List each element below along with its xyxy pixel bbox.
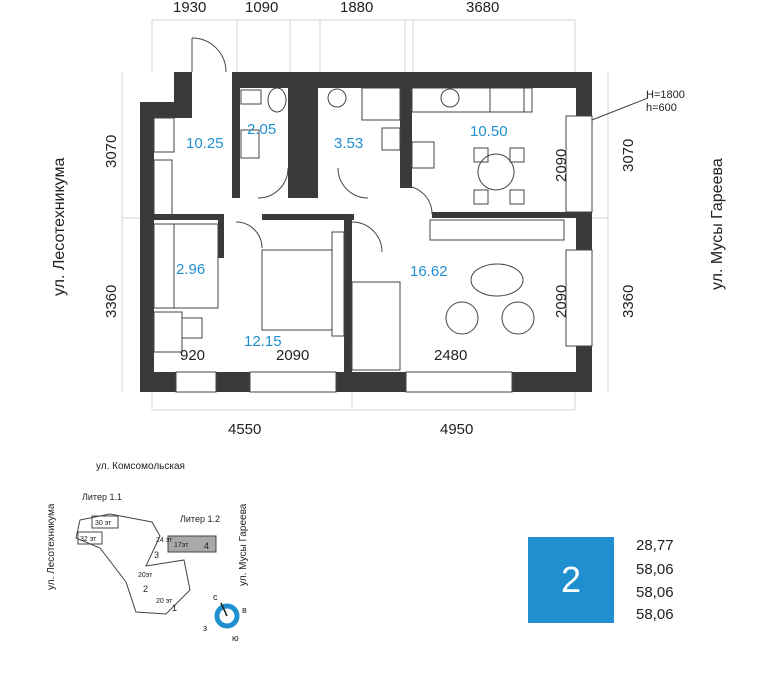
area-total-1: 28,77 [636,537,674,554]
compass-west: з [203,623,207,633]
area-total-3: 58,06 [636,584,674,601]
right-dimensions: 3070 3360 [620,139,637,318]
left-dimensions: 3070 3360 [103,135,120,318]
dim-inner-2090-top: 2090 [553,149,570,182]
site-number-2: 2 [143,584,148,594]
site-street-top: ул. Комсомольская [96,461,185,472]
top-dimensions: 1930 1090 1880 3680 [173,0,499,16]
area-wardrobe: 2.96 [176,261,205,278]
sill-height-label: h=600 [646,102,677,114]
area-wc: 2.05 [247,121,276,138]
area-hall: 10.25 [186,135,224,152]
site-street-left: ул. Лесотехникума [46,503,57,590]
liter-1-1-label: Литер 1.1 [82,492,122,502]
compass-north: с [213,592,218,602]
dim-left-1: 3070 [103,135,120,168]
dim-top-3: 1880 [340,0,373,16]
dim-right-1: 3070 [620,139,637,172]
site-floors-3: 24 эт [156,537,173,544]
area-bathroom: 3.53 [334,135,363,152]
site-building-outline [75,513,191,615]
street-left-label: ул. Лесотехникума [51,158,68,296]
inner-dimensions: 920 2090 2480 2090 2090 [180,149,570,364]
site-street-right: ул. Мусы Гареева [238,503,249,586]
dim-bottom-2: 4950 [440,421,473,438]
dim-top-2: 1090 [245,0,278,16]
bottom-dimensions: 4550 4950 [228,421,473,438]
site-number-1: 1 [172,603,177,613]
street-right-label: ул. Мусы Гареева [709,158,726,290]
doors [191,37,433,253]
site-floors-2: 32 эт [80,536,97,543]
window-height-label: H=1800 [646,89,685,101]
room-areas: 10.25 2.05 3.53 10.50 2.96 12.15 16.62 [176,121,508,350]
dim-inner-2090-mid: 2090 [553,285,570,318]
compass-south: ю [232,633,239,643]
site-floors-6: 20 эт [156,598,173,605]
dim-inner-2480: 2480 [434,347,467,364]
dim-left-2: 3360 [103,285,120,318]
site-floors-1: 30 эт [95,520,112,527]
dim-inner-920: 920 [180,347,205,364]
dim-inner-2090-bottom: 2090 [276,347,309,364]
site-floors-5: 20эт [138,572,153,579]
dim-top-4: 3680 [466,0,499,16]
area-total-2: 58,06 [636,561,674,578]
furniture [153,87,565,371]
site-floors-4: 17эт [174,542,189,549]
windows [175,97,649,393]
site-number-4: 4 [204,541,209,551]
dim-right-2: 3360 [620,285,637,318]
dim-top-1: 1930 [173,0,206,16]
area-bedroom: 12.15 [244,333,282,350]
area-total-4: 58,06 [636,606,674,623]
liter-1-2-label: Литер 1.2 [180,514,220,524]
rooms-count-badge: 2 [528,537,614,623]
site-highlighted-section [167,535,217,553]
area-kitchen: 10.50 [470,123,508,140]
window-note: H=1800 h=600 [646,89,685,114]
site-map: ул. Комсомольская ул. Лесотехникума ул. … [46,461,249,615]
area-living: 16.62 [410,263,448,280]
compass-east: в [242,605,247,615]
compass: с в ю з [203,592,247,643]
dim-bottom-1: 4550 [228,421,261,438]
site-number-3: 3 [154,550,159,560]
